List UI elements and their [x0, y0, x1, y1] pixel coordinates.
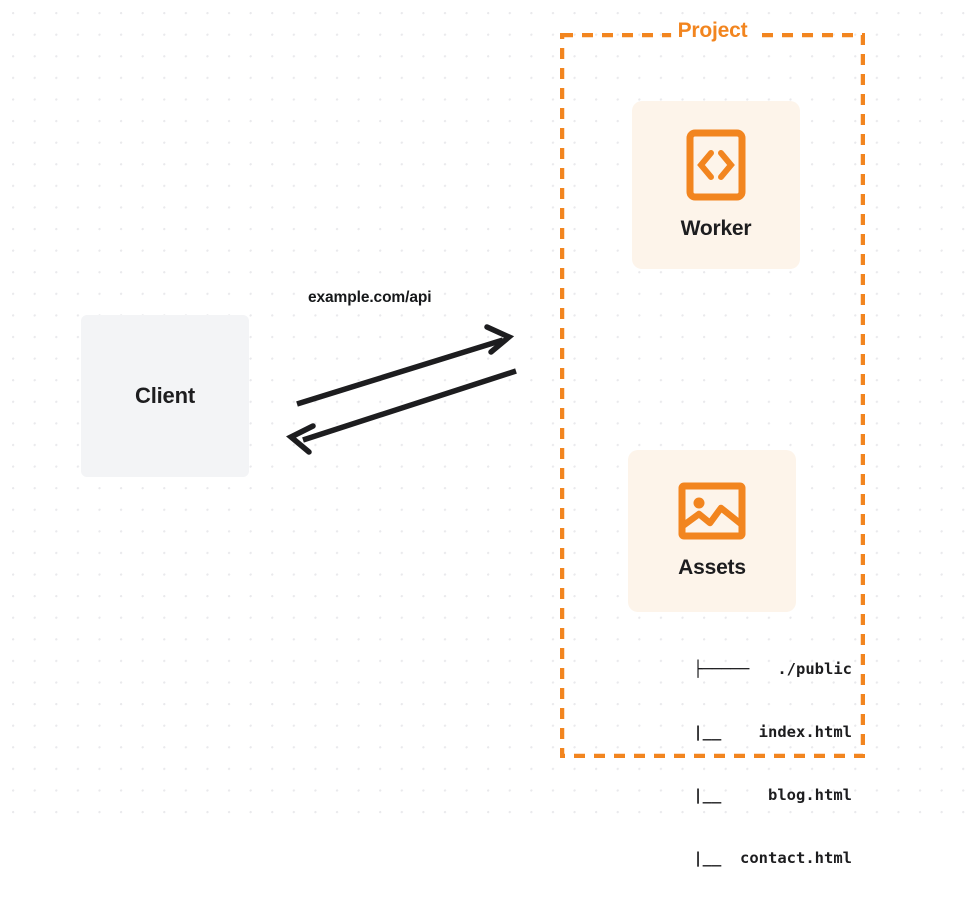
assets-file-tree: ├───── ./public |__ index.html |__ blog.…	[602, 617, 852, 911]
request-url-label: example.com/api	[308, 289, 432, 306]
code-brackets-icon	[686, 129, 746, 201]
diagram-canvas: Client example.com/api Project Work	[0, 0, 980, 867]
worker-node[interactable]: Worker	[632, 101, 800, 269]
file-tree-row: |__ blog.html	[646, 786, 852, 804]
project-container: Project Worker Assets ├───── ./public |_…	[560, 19, 865, 867]
assets-node[interactable]: Assets	[628, 450, 796, 612]
client-node[interactable]: Client	[81, 315, 249, 477]
client-node-label: Client	[135, 383, 195, 408]
image-icon	[678, 482, 746, 540]
file-tree-row: |__ contact.html	[646, 849, 852, 867]
worker-node-label: Worker	[680, 217, 752, 240]
response-arrow	[286, 368, 517, 455]
request-arrow	[296, 324, 515, 407]
file-tree-row: ├───── ./public	[693, 660, 852, 678]
project-title: Project	[670, 19, 755, 43]
assets-node-label: Assets	[678, 556, 746, 579]
file-tree-row: |__ index.html	[646, 723, 852, 741]
